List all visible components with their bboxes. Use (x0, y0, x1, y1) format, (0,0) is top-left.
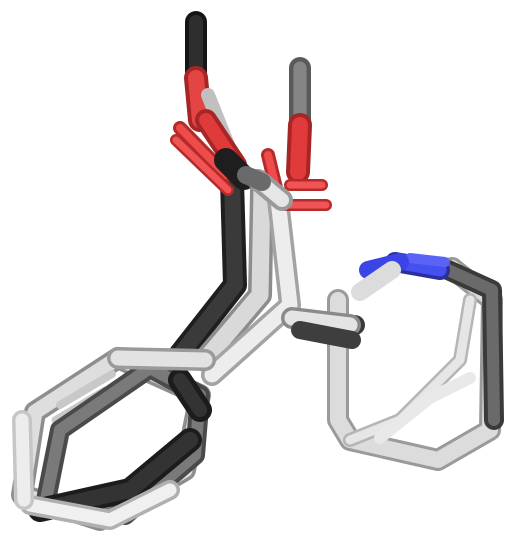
backbone (168, 168, 361, 386)
phenyl-rings (11, 347, 216, 531)
nitrogen-bonds (351, 252, 450, 301)
oxygen-groups (170, 11, 332, 211)
